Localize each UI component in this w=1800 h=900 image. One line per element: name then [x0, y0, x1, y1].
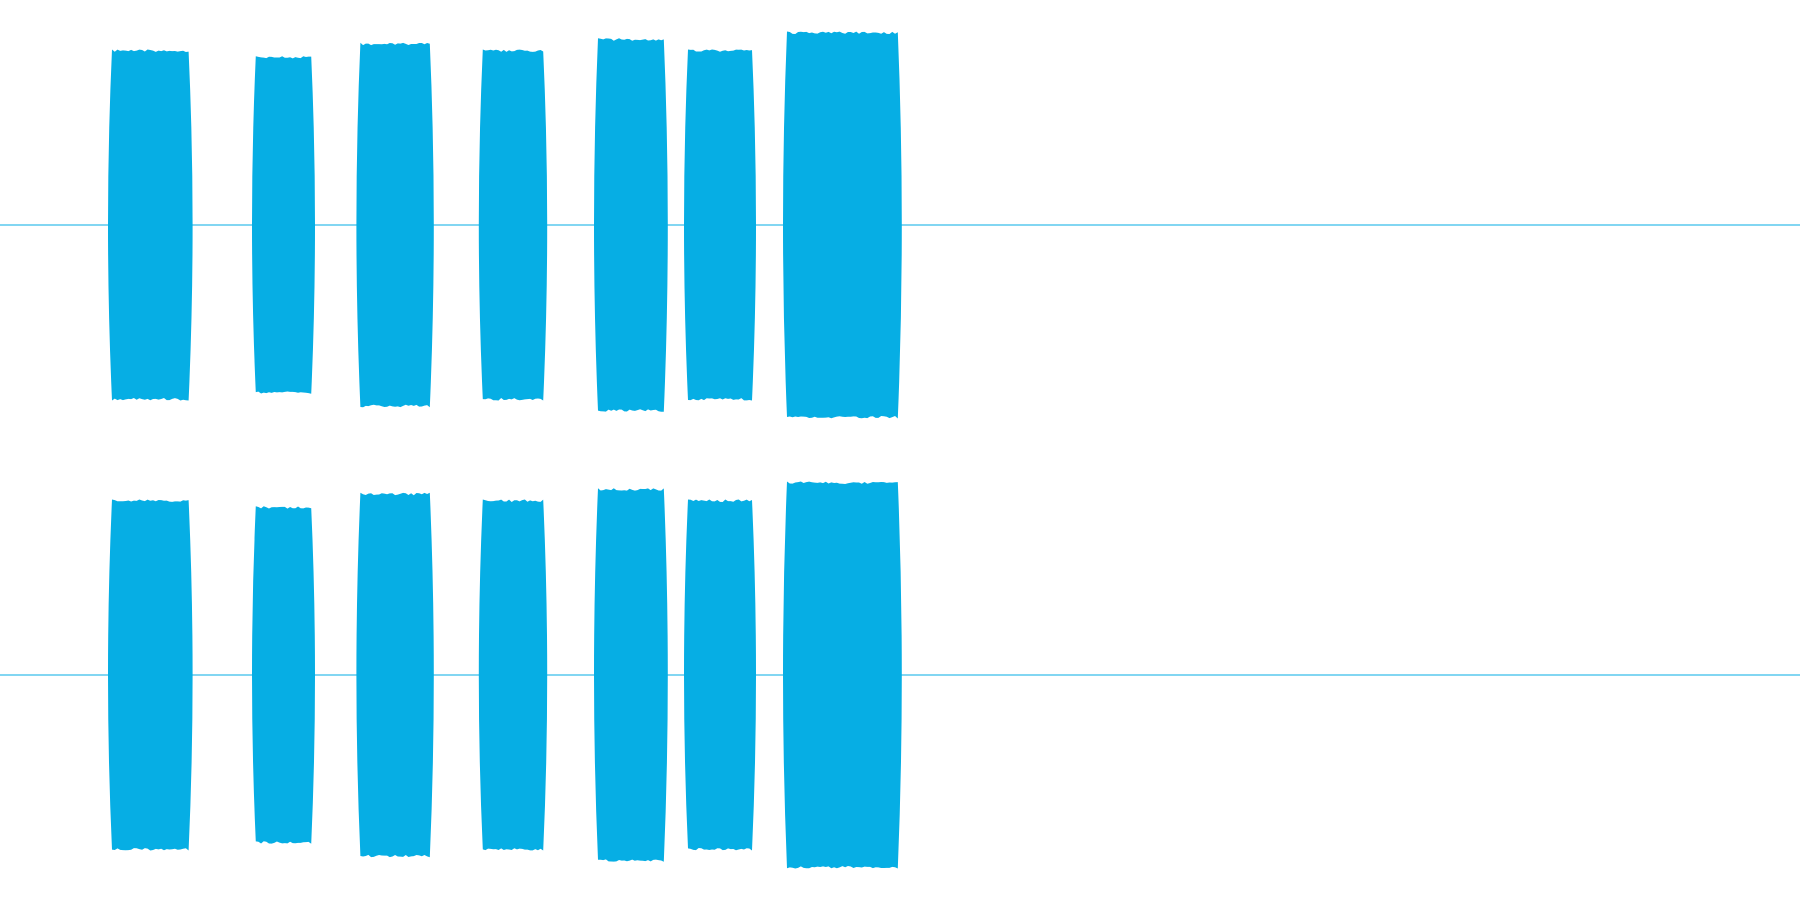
channel-2-segment-4 — [478, 499, 548, 851]
channel-1-segment-7 — [783, 31, 902, 419]
channel-2-segment-3 — [356, 492, 434, 858]
channel-1-segment-6 — [684, 49, 756, 401]
channel-1-segment-2 — [252, 56, 315, 394]
channel-2 — [0, 481, 1800, 869]
channel-1-segment-3 — [356, 42, 434, 408]
channel-1-segment-1 — [108, 49, 193, 401]
channel-2-segment-1 — [108, 499, 193, 851]
channel-2-segment-2 — [252, 506, 315, 844]
channel-2-segment-7 — [783, 481, 902, 869]
channel-2-segment-6 — [684, 499, 756, 851]
channel-2-segment-5 — [594, 488, 668, 862]
channel-1-segment-5 — [594, 38, 668, 412]
channel-1 — [0, 31, 1800, 419]
channel-1-segment-4 — [478, 49, 548, 401]
